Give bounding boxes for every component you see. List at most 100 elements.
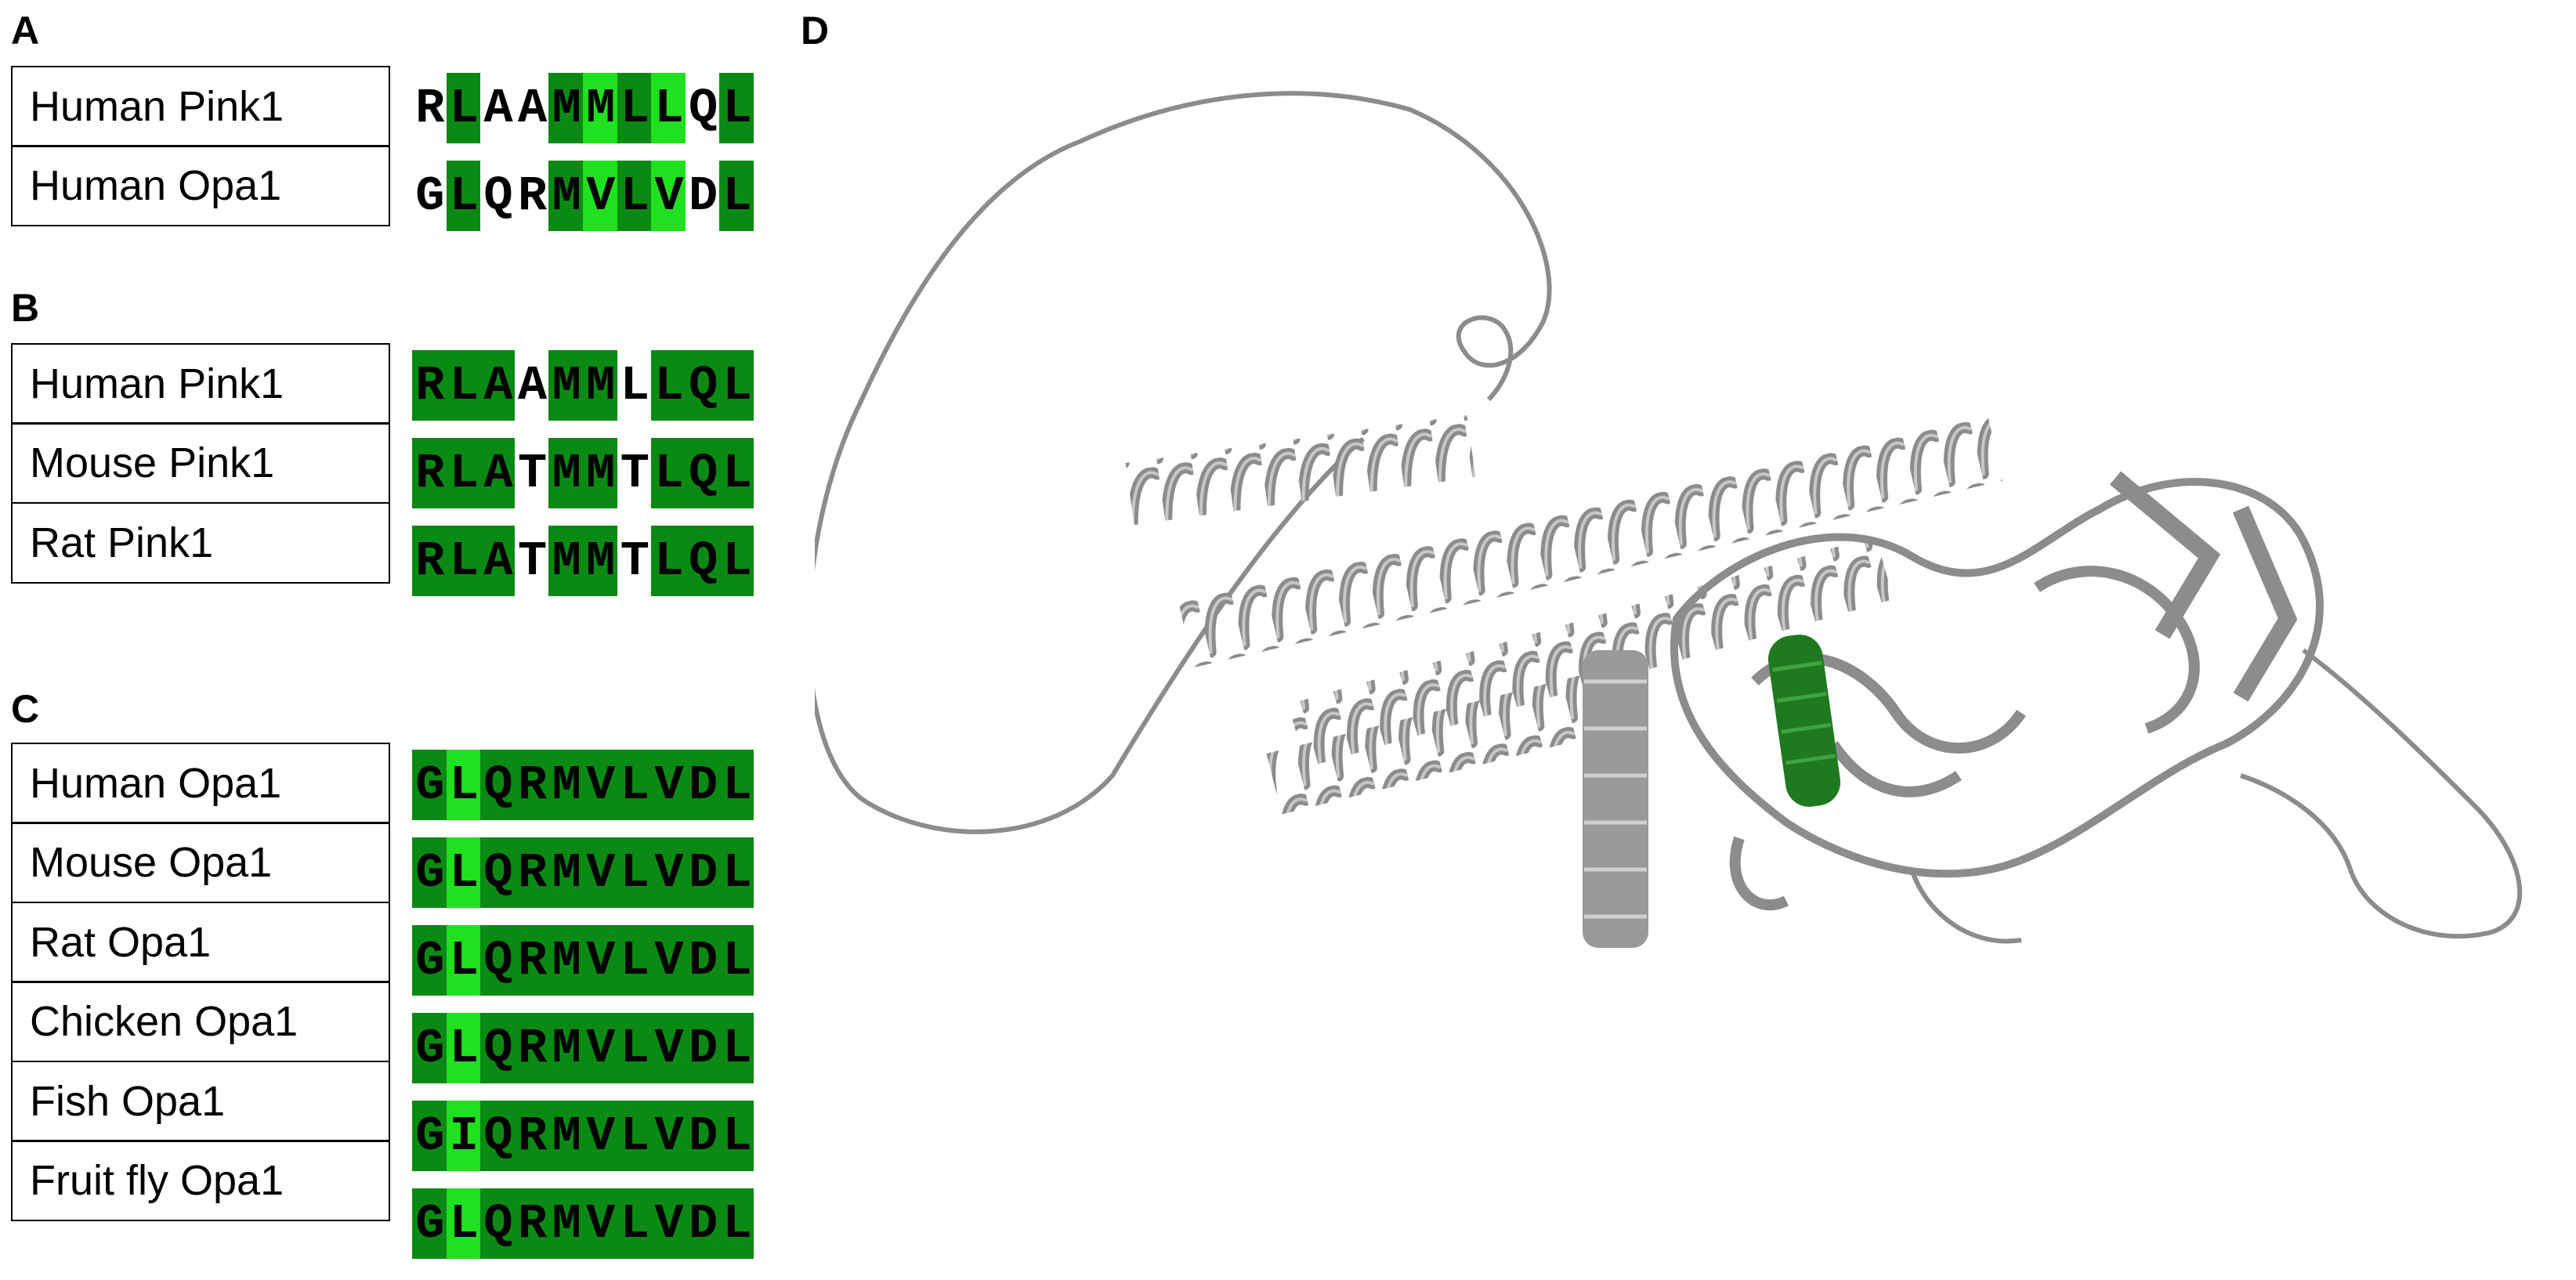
- residue-cell: L: [719, 350, 754, 421]
- residue-cell: G: [412, 1013, 447, 1083]
- residue-cell: R: [412, 350, 447, 421]
- protein-structure-image: [815, 91, 2523, 948]
- residue-cell: R: [514, 1188, 549, 1259]
- helix-lower-left: [1266, 674, 1601, 815]
- residue-cell: M: [548, 1013, 583, 1083]
- residue-cell: M: [548, 1188, 583, 1259]
- residue-cell: D: [685, 1013, 720, 1083]
- residue-cell: L: [446, 350, 481, 421]
- residue-cell: R: [415, 80, 444, 136]
- residue-cell: D: [685, 837, 720, 908]
- residue-cell: G: [412, 925, 447, 996]
- residue-cell: L: [620, 357, 649, 414]
- residue-cell: L: [651, 438, 686, 508]
- residue-cell: L: [617, 1013, 652, 1083]
- residue-cell: L: [617, 925, 652, 996]
- residue-cell: L: [617, 161, 652, 231]
- species-name-cell: Fruit fly Opa1: [11, 1140, 390, 1221]
- residue-cell: L: [719, 1188, 754, 1259]
- residue-cell: L: [617, 1188, 652, 1259]
- residue-cell: V: [582, 1101, 617, 1171]
- residue-cell: Q: [480, 1013, 515, 1083]
- residue-cell: M: [548, 161, 583, 231]
- residue-cell: L: [446, 1188, 481, 1259]
- species-name-cell: Rat Pink1: [11, 501, 390, 584]
- residue-cell: Q: [685, 350, 720, 421]
- residue-cell: A: [517, 357, 547, 414]
- species-name-cell: Human Opa1: [11, 742, 390, 824]
- residue-cell: Q: [480, 925, 515, 996]
- panel-a-name-column: Human Pink1 Human Opa1: [11, 65, 390, 226]
- residue-cell: Q: [483, 168, 512, 224]
- panel-letter-c: C: [11, 687, 40, 731]
- residue-cell: M: [582, 438, 617, 508]
- residue-cell: V: [651, 750, 686, 820]
- residue-cell: G: [412, 837, 447, 908]
- residue-cell: V: [651, 1013, 686, 1083]
- residue-cell: G: [412, 750, 447, 820]
- residue-cell: L: [651, 526, 686, 596]
- residue-cell: V: [582, 161, 617, 231]
- helix-upper-left: [1125, 414, 1476, 526]
- residue-cell: R: [514, 837, 549, 908]
- residue-cell: T: [620, 445, 649, 501]
- panel-letter-d: D: [801, 9, 830, 52]
- species-name-cell: Human Pink1: [11, 65, 390, 147]
- residue-cell: L: [719, 1101, 754, 1171]
- residue-cell: L: [719, 1013, 754, 1083]
- residue-cell: L: [719, 837, 754, 908]
- residue-cell: M: [548, 73, 583, 143]
- residue-cell: L: [651, 73, 686, 143]
- residue-cell: L: [719, 438, 754, 508]
- panel-letter-b: B: [11, 286, 40, 330]
- residue-cell: R: [412, 438, 447, 508]
- residue-cell: M: [548, 438, 583, 508]
- species-name-cell: Rat Opa1: [11, 901, 390, 983]
- residue-cell: L: [446, 1013, 481, 1083]
- residue-cell: R: [514, 1013, 549, 1083]
- residue-cell: Q: [685, 526, 720, 596]
- species-name-cell: Human Opa1: [11, 145, 390, 226]
- residue-cell: G: [412, 1101, 447, 1171]
- residue-cell: V: [651, 1188, 686, 1259]
- residue-cell: L: [617, 750, 652, 820]
- residue-cell: L: [446, 837, 481, 908]
- residue-cell: M: [582, 350, 617, 421]
- species-name-cell: Human Pink1: [11, 342, 390, 425]
- helix-long-2: [1288, 536, 1894, 768]
- residue-cell: G: [412, 1188, 447, 1259]
- residue-cell: M: [548, 750, 583, 820]
- residue-cell: Q: [688, 80, 718, 136]
- residue-cell: L: [617, 73, 652, 143]
- species-name-cell: Fish Opa1: [11, 1060, 390, 1142]
- residue-cell: V: [582, 1188, 617, 1259]
- residue-cell: L: [719, 750, 754, 820]
- residue-cell: M: [548, 1101, 583, 1171]
- residue-cell: D: [685, 750, 720, 820]
- residue-cell: L: [446, 526, 481, 596]
- residue-cell: L: [446, 161, 481, 231]
- residue-cell: T: [620, 533, 649, 589]
- residue-cell: A: [483, 80, 512, 136]
- panel-letter-a: A: [11, 9, 40, 52]
- residue-cell: Q: [480, 1101, 515, 1171]
- helix-vertical: [1583, 650, 1648, 948]
- residue-cell: L: [617, 1101, 652, 1171]
- residue-cell: L: [719, 161, 754, 231]
- residue-cell: L: [719, 73, 754, 143]
- residue-cell: L: [446, 73, 481, 143]
- residue-cell: V: [582, 837, 617, 908]
- residue-cell: M: [548, 925, 583, 996]
- residue-cell: M: [548, 526, 583, 596]
- highlighted-motif-helix: [1767, 635, 1841, 807]
